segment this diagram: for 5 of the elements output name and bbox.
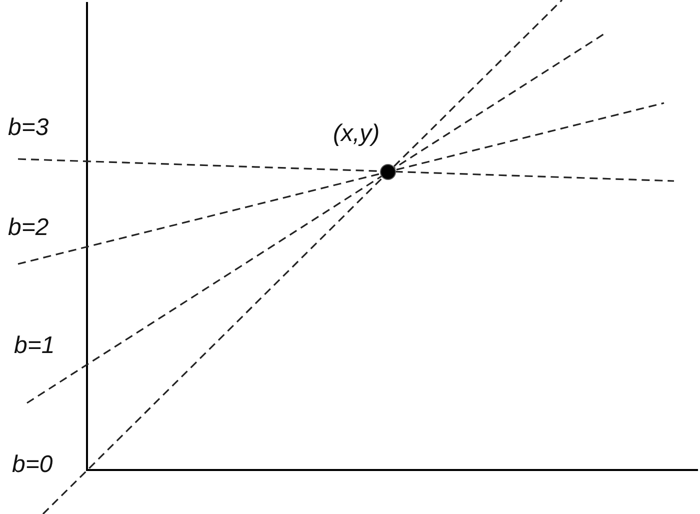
intercept-label: b=3: [8, 116, 49, 140]
intercept-label: b=1: [14, 334, 55, 358]
intercept-label: b=0: [12, 453, 53, 477]
intercept-label: b=2: [8, 216, 49, 240]
point-label: (x,y): [333, 122, 380, 146]
